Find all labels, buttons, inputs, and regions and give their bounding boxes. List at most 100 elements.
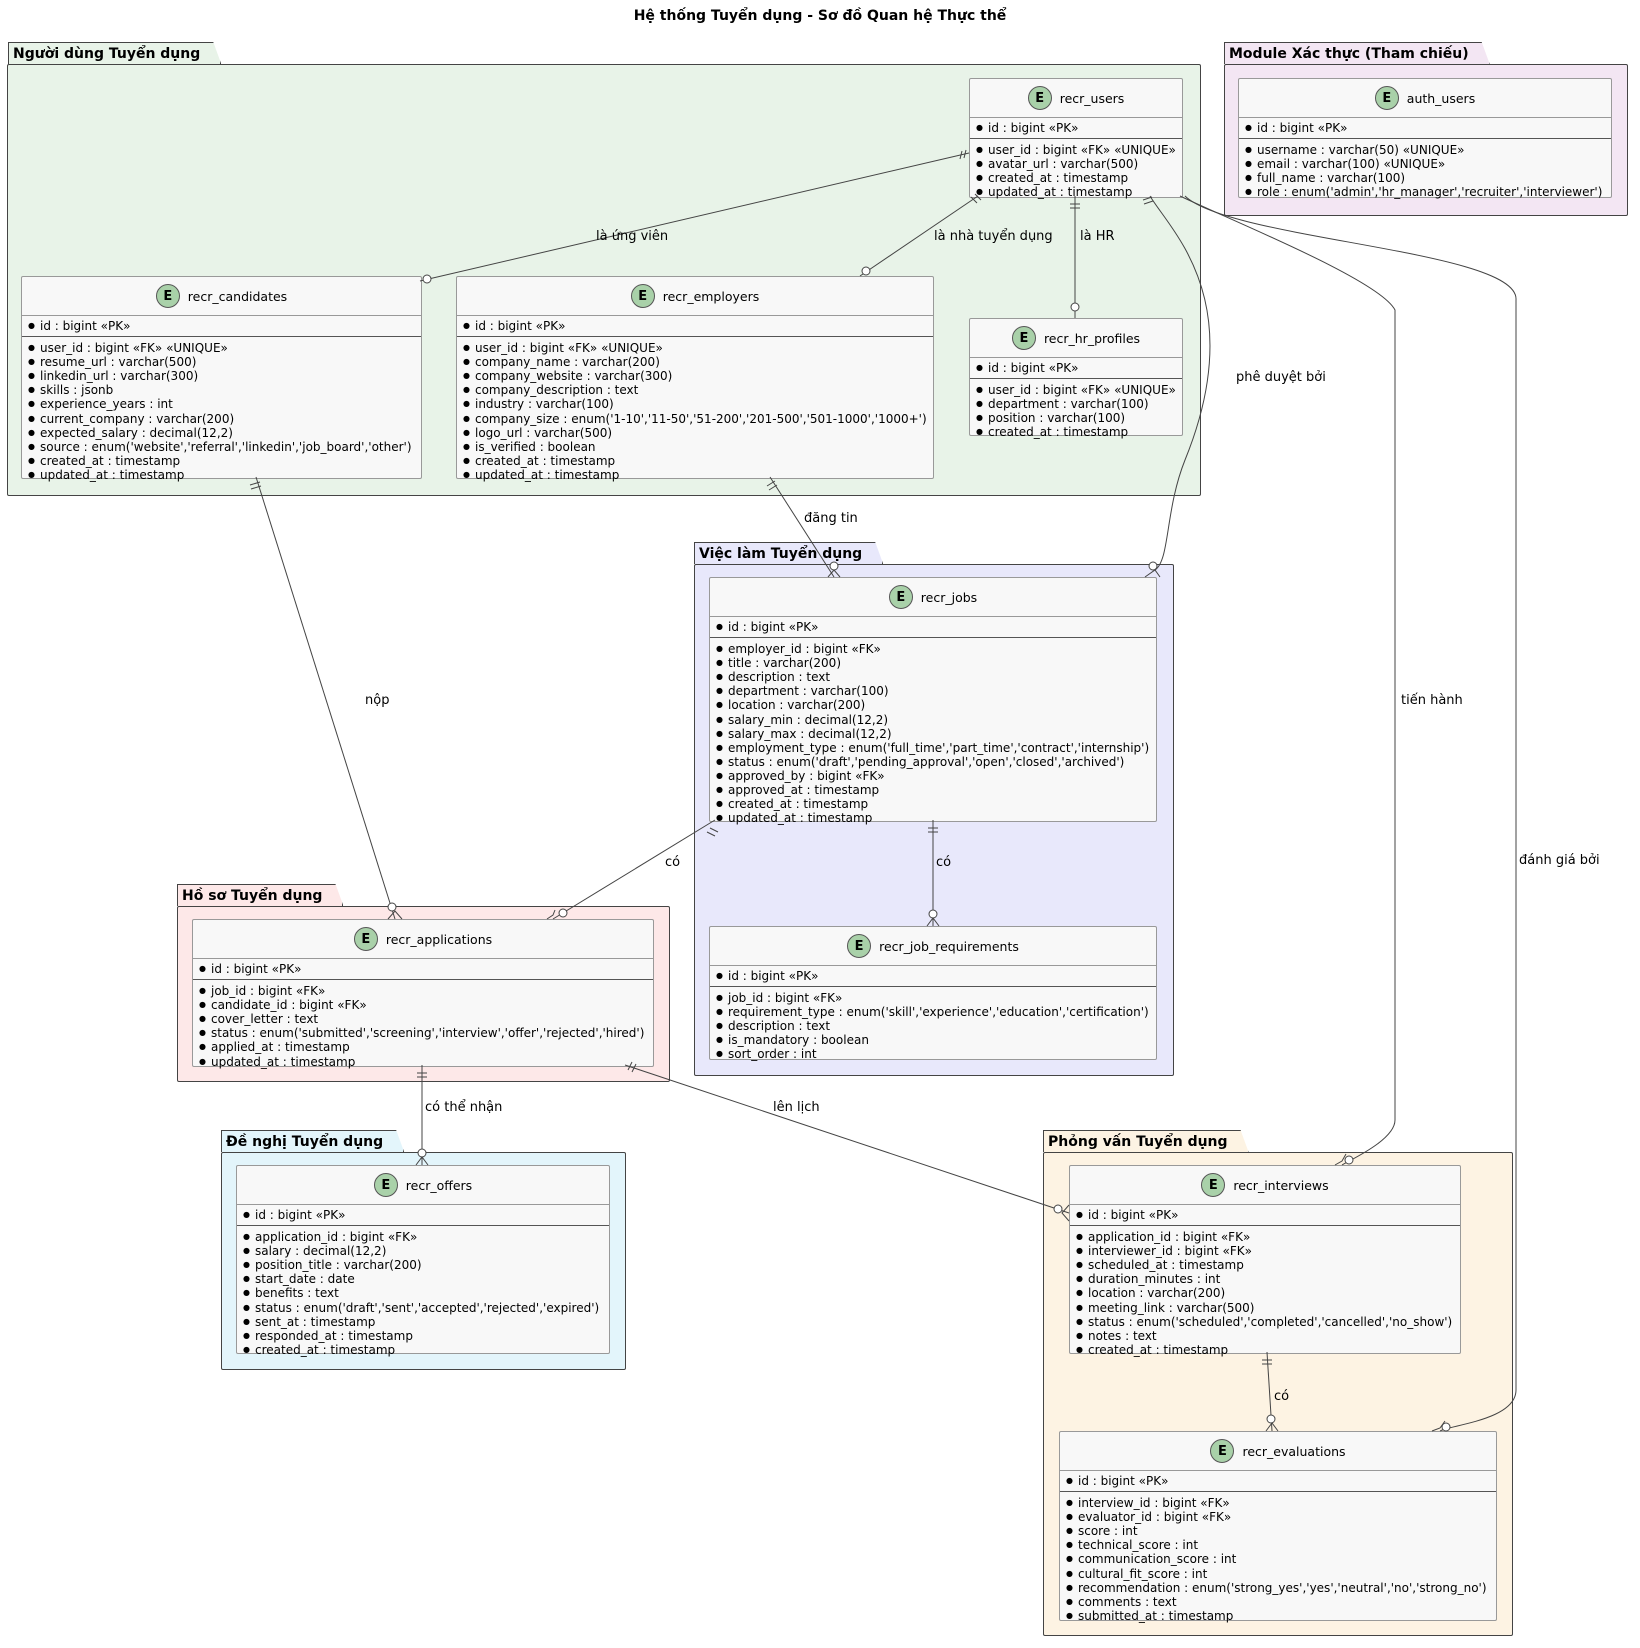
field-row: application_id : bigint «FK» — [243, 1230, 603, 1244]
field-row: created_at : timestamp — [1076, 1343, 1454, 1357]
field-row: source : enum('website','referral','link… — [28, 440, 415, 454]
label-employer: là nhà tuyển dụng — [934, 229, 1053, 244]
field-row: cultural_fit_score : int — [1066, 1567, 1490, 1581]
field-row: user_id : bigint «FK» «UNIQUE» — [976, 143, 1176, 157]
field-row: start_date : date — [243, 1272, 603, 1286]
field-row: updated_at : timestamp — [976, 185, 1176, 199]
field-row: comments : text — [1066, 1595, 1490, 1609]
label-candidate: là ứng viên — [596, 229, 669, 244]
field-row: created_at : timestamp — [463, 454, 927, 468]
field-list: interview_id : bigint «FK»evaluator_id :… — [1060, 1492, 1496, 1627]
field-row: salary_min : decimal(12,2) — [716, 713, 1150, 727]
primary-key-field: id : bigint «PK» — [463, 319, 927, 333]
entity-icon: E — [847, 934, 872, 958]
field-row: current_company : varchar(200) — [28, 412, 415, 426]
label-conducts: tiến hành — [1401, 693, 1463, 708]
field-row: communication_score : int — [1066, 1552, 1490, 1566]
line-evaluated — [1184, 195, 1517, 1432]
field-list: application_id : bigint «FK»salary : dec… — [237, 1226, 609, 1361]
field-row: industry : varchar(100) — [463, 397, 927, 411]
field-list: user_id : bigint «FK» «UNIQUE»resume_url… — [22, 337, 421, 486]
field-row: benefits : text — [243, 1286, 603, 1300]
field-row: resume_url : varchar(500) — [28, 355, 415, 369]
primary-key-field: id : bigint «PK» — [1076, 1208, 1454, 1222]
field-row: interviewer_id : bigint «FK» — [1076, 1244, 1454, 1258]
field-row: scheduled_at : timestamp — [1076, 1258, 1454, 1272]
field-row: skills : jsonb — [28, 383, 415, 397]
entity-icon: E — [630, 284, 655, 308]
primary-key-field: id : bigint «PK» — [716, 620, 1150, 634]
field-row: evaluator_id : bigint «FK» — [1066, 1510, 1490, 1524]
field-row: sent_at : timestamp — [243, 1315, 603, 1329]
field-row: created_at : timestamp — [976, 425, 1176, 439]
field-list: user_id : bigint «FK» «UNIQUE»avatar_url… — [970, 139, 1182, 203]
field-row: linkedin_url : varchar(300) — [28, 369, 415, 383]
package-offers-tab: Đề nghị Tuyển dụng — [221, 1130, 404, 1152]
primary-key-field: id : bigint «PK» — [1066, 1474, 1490, 1488]
field-row: responded_at : timestamp — [243, 1329, 603, 1343]
field-row: cover_letter : text — [199, 1012, 647, 1026]
field-row: updated_at : timestamp — [716, 811, 1150, 825]
primary-key-field: id : bigint «PK» — [1245, 121, 1605, 135]
entity-icon: E — [1201, 1173, 1226, 1197]
field-row: department : varchar(100) — [716, 684, 1150, 698]
field-row: application_id : bigint «FK» — [1076, 1230, 1454, 1244]
field-row: created_at : timestamp — [243, 1343, 603, 1357]
entity-icon: E — [888, 585, 913, 609]
label-schedule: lên lịch — [773, 1100, 820, 1115]
primary-key-section: id : bigint «PK» — [237, 1205, 609, 1227]
field-row: created_at : timestamp — [976, 171, 1176, 185]
entity-name: recr_applications — [385, 931, 493, 947]
field-row: score : int — [1066, 1524, 1490, 1538]
entity-name: recr_offers — [405, 1177, 473, 1193]
diagram-title: Hệ thống Tuyển dụng - Sơ đồ Quan hệ Thực… — [633, 8, 1007, 24]
field-row: title : varchar(200) — [716, 656, 1150, 670]
entity-icon: E — [353, 927, 378, 951]
primary-key-section: id : bigint «PK» — [457, 316, 933, 338]
field-row: position : varchar(100) — [976, 411, 1176, 425]
primary-key-section: id : bigint «PK» — [710, 617, 1156, 639]
label-approved: phê duyệt bởi — [1236, 370, 1326, 385]
entity-name: recr_candidates — [187, 288, 288, 304]
field-row: company_size : enum('1-10','11-50','51-2… — [463, 412, 927, 426]
label-job-app: có — [665, 855, 681, 870]
field-row: status : enum('submitted','screening','i… — [199, 1026, 647, 1040]
primary-key-section: id : bigint «PK» — [1239, 118, 1611, 140]
field-list: employer_id : bigint «FK»title : varchar… — [710, 638, 1156, 829]
field-row: requirement_type : enum('skill','experie… — [716, 1005, 1150, 1019]
entity-icon: E — [1210, 1439, 1235, 1463]
field-row: status : enum('draft','sent','accepted',… — [243, 1301, 603, 1315]
field-row: expected_salary : decimal(12,2) — [28, 426, 415, 440]
field-row: location : varchar(200) — [716, 698, 1150, 712]
field-row: duration_minutes : int — [1076, 1272, 1454, 1286]
field-list: application_id : bigint «FK»interviewer_… — [1070, 1226, 1460, 1361]
field-row: location : varchar(200) — [1076, 1286, 1454, 1300]
field-list: job_id : bigint «FK»candidate_id : bigin… — [193, 980, 653, 1073]
field-row: updated_at : timestamp — [463, 468, 927, 482]
primary-key-section: id : bigint «PK» — [193, 959, 653, 981]
field-row: username : varchar(50) «UNIQUE» — [1245, 143, 1605, 157]
line-submits — [255, 476, 396, 920]
field-row: description : text — [716, 670, 1150, 684]
entity-name: recr_interviews — [1233, 1177, 1329, 1193]
entity-icon: E — [1027, 86, 1052, 110]
entity-name: auth_users — [1406, 90, 1476, 106]
field-list: username : varchar(50) «UNIQUE»email : v… — [1239, 139, 1611, 203]
primary-key-field: id : bigint «PK» — [976, 361, 1176, 375]
